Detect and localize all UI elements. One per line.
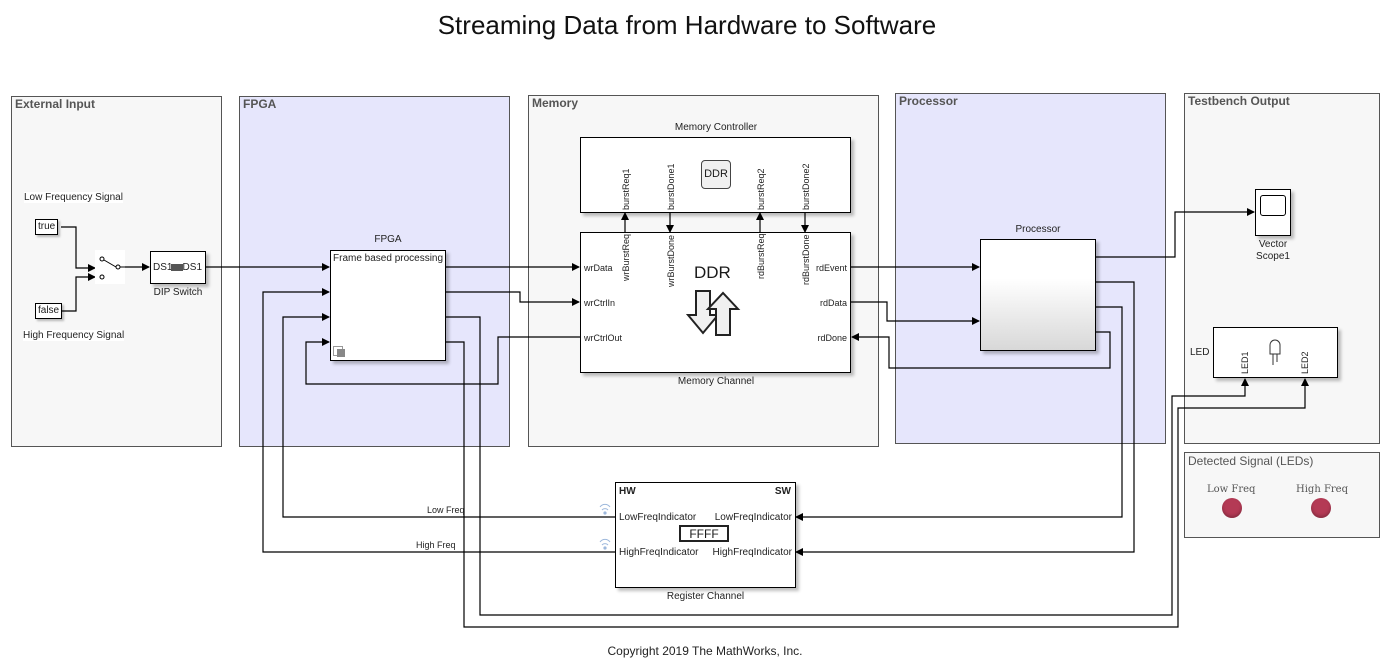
port-hw-lowfreq: LowFreqIndicator xyxy=(619,512,697,523)
high-freq-signal-label: High Freq xyxy=(416,540,456,550)
dip-switch-label: DIP Switch xyxy=(153,287,203,298)
memory-controller-title: Memory Controller xyxy=(674,122,758,133)
fpga-subsystem-block[interactable]: Frame based processing xyxy=(330,250,446,361)
led-block-name: LED xyxy=(1190,347,1210,358)
area-label: FPGA xyxy=(243,97,277,111)
port-rdevent: rdEvent xyxy=(815,263,847,273)
memory-controller-block[interactable]: burstReq1 burstDone1 burstReq2 burstDone… xyxy=(580,137,851,213)
vector-scope-block[interactable] xyxy=(1255,189,1291,236)
port-sw-highfreq: HighFreqIndicator xyxy=(712,547,792,558)
area-detected-signal: Detected Signal (LEDs) xyxy=(1184,452,1380,538)
led-block[interactable]: LED1 LED2 xyxy=(1213,327,1338,378)
processor-block[interactable] xyxy=(980,239,1096,351)
port-sw-lowfreq: LowFreqIndicator xyxy=(714,512,792,523)
dip-switch-block[interactable]: DS1 DS1 xyxy=(150,251,206,284)
fpga-block-title: FPGA xyxy=(374,234,402,245)
vector-scope-label: Vector Scope1 xyxy=(1243,239,1303,263)
sw-label: SW xyxy=(774,486,791,497)
area-label: Memory xyxy=(532,96,579,110)
ddr-label: DDR xyxy=(694,263,731,282)
scope-label-line-1: Vector xyxy=(1258,239,1288,250)
port-rddata: rdData xyxy=(819,298,847,308)
transfer-arrows-icon xyxy=(686,290,741,336)
scope-label-line-2: Scope1 xyxy=(1256,251,1290,262)
port-wrctrlout: wrCtrlOut xyxy=(584,333,622,343)
fpga-block-content: Frame based processing xyxy=(333,253,444,264)
diagram-title: Streaming Data from Hardware to Software xyxy=(437,10,937,40)
manual-switch-block[interactable] xyxy=(95,250,125,284)
port-rdburstdone: rdBurstDone xyxy=(801,234,811,285)
port-wrburstreq: wrBurstReq xyxy=(621,233,631,281)
high-freq-indicator-label: High Freq xyxy=(1296,484,1348,495)
dip-left-port: DS1 xyxy=(153,262,173,273)
high-freq-led-indicator xyxy=(1311,498,1331,518)
memory-channel-block[interactable]: wrData wrCtrlIn wrCtrlOut rdEvent rdData… xyxy=(580,232,851,373)
dip-switch-icon xyxy=(171,264,183,271)
area-testbench-output: Testbench Output xyxy=(1184,93,1380,444)
area-label: Processor xyxy=(899,94,958,108)
low-freq-indicator-label: Low Freq xyxy=(1207,484,1256,495)
area-label: Detected Signal (LEDs) xyxy=(1188,454,1314,468)
dip-right-port: DS1 xyxy=(182,262,202,273)
led-bulb-icon xyxy=(1269,339,1281,365)
port-wrburstdone: wrBurstDone xyxy=(666,234,676,287)
hw-label: HW xyxy=(619,486,636,497)
register-channel-block[interactable]: HW SW LowFreqIndicator HighFreqIndicator… xyxy=(615,482,796,588)
low-frequency-signal-label: Low Frequency Signal xyxy=(24,192,123,203)
port-led1: LED1 xyxy=(1240,351,1250,374)
port-wrdata: wrData xyxy=(584,263,613,273)
scope-icon xyxy=(1260,195,1286,216)
port-burstreq2: burstReq2 xyxy=(756,168,766,210)
processor-block-title: Processor xyxy=(1015,224,1061,235)
high-frequency-signal-label: High Frequency Signal xyxy=(23,330,125,341)
port-wrctrlin: wrCtrlIn xyxy=(584,298,615,308)
port-burstdone1: burstDone1 xyxy=(666,163,676,210)
area-label: External Input xyxy=(15,97,96,111)
wireless-icon xyxy=(599,503,611,515)
register-value: FFFF xyxy=(679,525,729,542)
low-freq-led-indicator xyxy=(1222,498,1242,518)
register-channel-title: Register Channel xyxy=(666,591,745,602)
port-rddone: rdDone xyxy=(817,333,847,343)
port-burstdone2: burstDone2 xyxy=(801,163,811,210)
ddr-chip-icon: DDR xyxy=(701,160,731,189)
false-constant-block[interactable]: false xyxy=(35,303,63,319)
true-constant-block[interactable]: true xyxy=(35,219,59,235)
area-label: Testbench Output xyxy=(1188,94,1290,108)
port-led2: LED2 xyxy=(1300,351,1310,374)
port-rdburstreq: rdBurstReq xyxy=(756,233,766,279)
switch-icon xyxy=(99,256,125,280)
port-hw-highfreq: HighFreqIndicator xyxy=(619,547,699,558)
memory-channel-title: Memory Channel xyxy=(677,376,755,387)
wireless-icon xyxy=(599,538,611,550)
port-burstreq1: burstReq1 xyxy=(621,168,631,210)
copyright-text: Copyright 2019 The MathWorks, Inc. xyxy=(607,644,803,658)
low-freq-signal-label: Low Freq xyxy=(427,505,465,515)
subsystem-icon-fill xyxy=(337,349,345,357)
